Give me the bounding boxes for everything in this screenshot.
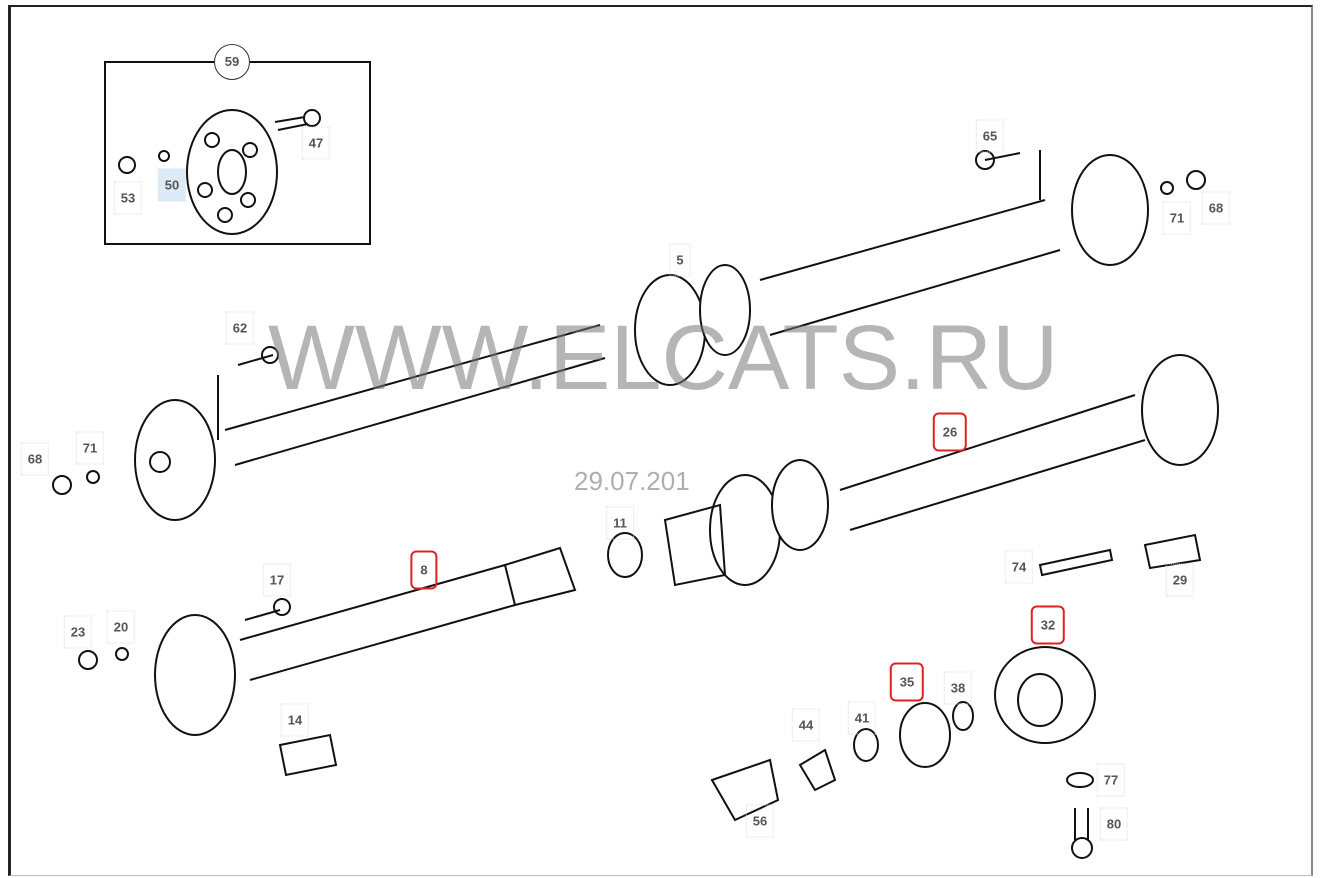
part-label-68-left[interactable]: 68 — [20, 442, 50, 476]
ball-bearing-35 — [899, 702, 951, 768]
bolt-icon — [274, 116, 309, 131]
part-label-56[interactable]: 56 — [745, 804, 775, 838]
part-label-68[interactable]: 68 — [1201, 191, 1231, 225]
part-label-11[interactable]: 11 — [606, 506, 634, 540]
part-label-53[interactable]: 53 — [113, 181, 143, 215]
nut-11 — [607, 532, 643, 578]
flex-disc-left — [134, 399, 216, 521]
rear-shaft — [839, 394, 1146, 531]
part-label-50[interactable]: 50 — [157, 168, 187, 202]
bearing-carrier-32 — [994, 646, 1096, 744]
front-shaft — [239, 564, 516, 681]
part-label-14[interactable]: 14 — [280, 703, 310, 737]
part-label-44[interactable]: 44 — [791, 708, 821, 742]
part-label-47[interactable]: 47 — [301, 126, 331, 160]
flex-disc-right — [1071, 154, 1149, 266]
part-label-59[interactable]: 59 — [214, 44, 250, 80]
part-label-17[interactable]: 17 — [262, 563, 292, 597]
part-label-29[interactable]: 29 — [1165, 563, 1195, 597]
watermark: WWW.ELCATS.RU — [268, 307, 1059, 409]
bushing-14 — [278, 733, 338, 777]
part-label-80[interactable]: 80 — [1099, 807, 1129, 841]
part-label-26[interactable]: 26 — [932, 412, 968, 452]
sleeve-56 — [710, 758, 780, 822]
part-label-23[interactable]: 23 — [63, 615, 93, 649]
washer-icon — [158, 150, 170, 162]
part-label-71-left[interactable]: 71 — [75, 431, 105, 465]
part-label-77[interactable]: 77 — [1096, 763, 1126, 797]
bushing-29 — [1143, 533, 1202, 570]
part-label-32[interactable]: 32 — [1030, 605, 1066, 645]
part-label-71[interactable]: 71 — [1162, 201, 1192, 235]
part-label-41[interactable]: 41 — [847, 701, 877, 735]
part-label-74[interactable]: 74 — [1004, 550, 1034, 584]
nut-icon — [118, 156, 136, 174]
part-label-38[interactable]: 38 — [943, 671, 973, 705]
diagram-frame — [8, 5, 1313, 876]
part-label-8[interactable]: 8 — [410, 550, 438, 590]
date-stamp: 29.07.201 — [574, 466, 690, 496]
part-label-20[interactable]: 20 — [106, 610, 136, 644]
part-label-62[interactable]: 62 — [225, 311, 255, 345]
part-label-35[interactable]: 35 — [889, 662, 925, 702]
part-label-65[interactable]: 65 — [975, 119, 1005, 153]
part-label-5[interactable]: 5 — [669, 243, 691, 277]
upper-shaft — [224, 199, 1061, 466]
plate-74 — [1038, 548, 1114, 577]
